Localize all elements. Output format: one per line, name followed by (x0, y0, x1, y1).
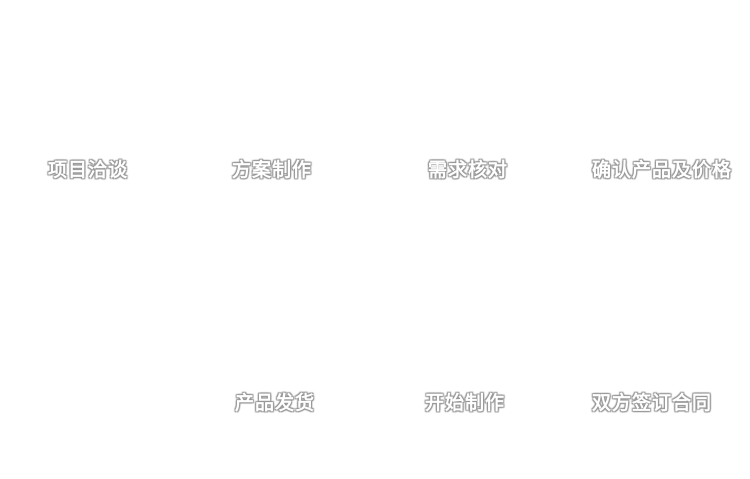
flow-step-start-production: 开始制作 (424, 393, 506, 414)
flow-step-product-shipping: 产品发货 (234, 393, 316, 414)
flow-step-requirements-check: 需求核对 (427, 160, 509, 181)
flow-step-plan-creation: 方案制作 (231, 160, 313, 181)
flow-step-project-negotiation: 项目洽谈 (47, 160, 129, 181)
flow-step-sign-contract: 双方签订合同 (591, 393, 713, 414)
flow-step-confirm-product-price: 确认产品及价格 (591, 160, 733, 181)
